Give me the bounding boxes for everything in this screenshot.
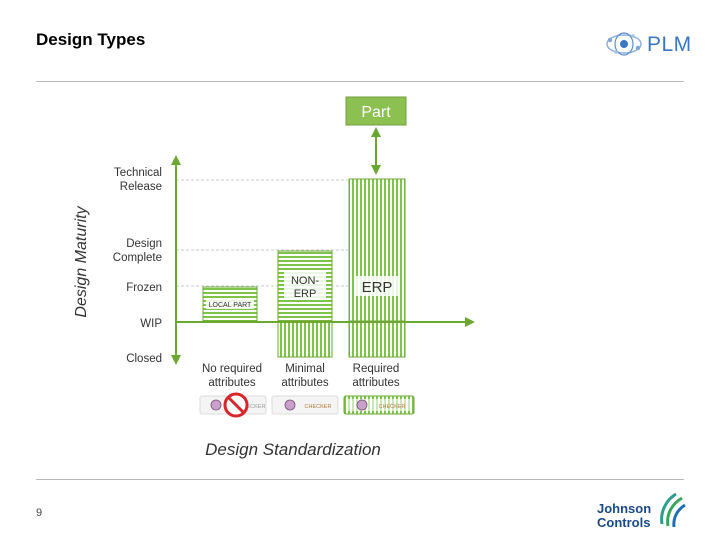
checker-mascot-icon (210, 399, 222, 411)
level-guides (176, 179, 348, 287)
col2-label-2: attributes (281, 377, 329, 389)
col1-label-1: No required (202, 363, 262, 375)
johnson-line: Johnson (597, 501, 652, 516)
level-closed: Closed (126, 353, 162, 365)
attribute-labels: No required attributes Minimal attribute… (202, 363, 400, 389)
checker-mascot-icon (356, 399, 368, 411)
johnson-controls-logo (596, 490, 691, 532)
col3-label-2: attributes (352, 377, 400, 389)
column-non-erp (277, 250, 333, 358)
local-part-label: LOCAL PART (209, 302, 252, 309)
footer-divider (36, 479, 684, 480)
maturity-labels: Technical Release Design Complete Frozen… (113, 167, 163, 365)
column-erp (348, 178, 406, 358)
col3-label-1: Required (353, 363, 400, 375)
johnson-controls-text: Johnson Controls (597, 502, 651, 530)
non-erp-label-1: NON- (291, 275, 319, 287)
level-frozen: Frozen (126, 282, 162, 294)
header-divider (36, 81, 684, 82)
level-technical-release-1: Technical (114, 167, 162, 179)
level-design-complete-2: Complete (113, 252, 162, 264)
checker-badge-1: CHECKER (199, 392, 267, 418)
checker-label-3: CHECKER (379, 404, 406, 410)
non-erp-label-2: ERP (294, 288, 317, 300)
col2-label-1: Minimal (285, 363, 325, 375)
prohibited-icon (223, 392, 249, 418)
page-number: 9 (36, 507, 43, 519)
level-wip: WIP (140, 318, 162, 330)
x-axis-title: Design Standardization (205, 440, 381, 459)
y-axis-title: Design Maturity (73, 205, 90, 317)
part-label: Part (361, 104, 391, 121)
checker-label-2: CHECKER (305, 404, 332, 410)
plm-logo-icon (606, 32, 642, 56)
checker-mascot-icon (284, 399, 296, 411)
plm-logo-text: PLM (647, 33, 692, 56)
level-technical-release-2: Release (120, 181, 162, 193)
level-design-complete-1: Design (126, 238, 162, 250)
checker-badge-2: CHECKER (271, 395, 339, 415)
plm-logo (602, 30, 692, 60)
erp-label: ERP (362, 279, 393, 296)
controls-line: Controls (597, 515, 651, 530)
checker-label-1: CHECKER (239, 404, 266, 410)
slide-title: Design Types (36, 30, 146, 49)
johnson-controls-logo-icon (660, 492, 686, 528)
part-box (345, 96, 407, 126)
checker-badge-3: CHECKER (343, 395, 415, 415)
col1-label-2: attributes (208, 377, 256, 389)
